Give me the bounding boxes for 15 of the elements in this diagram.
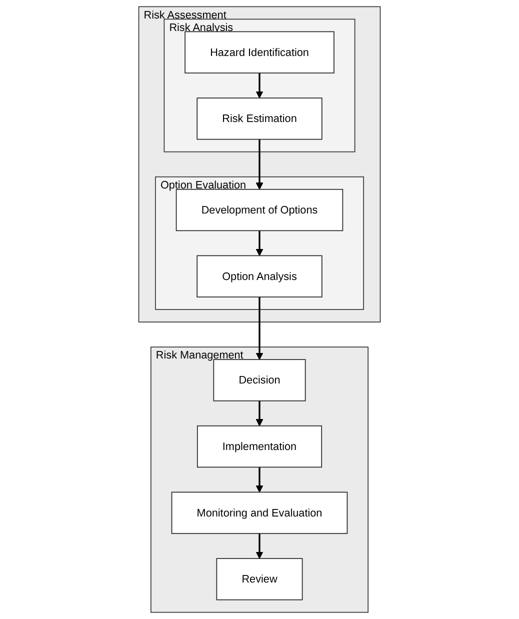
arrow (256, 296, 264, 360)
process-box: Hazard Identification (184, 31, 334, 74)
process-box: Option Analysis (196, 255, 322, 298)
process-box: Implementation (196, 425, 322, 468)
arrow (256, 467, 264, 493)
process-box: Decision (213, 359, 306, 402)
arrow (256, 139, 264, 190)
arrow (256, 73, 264, 98)
arrow (256, 400, 264, 426)
arrow (256, 534, 264, 559)
arrow (256, 230, 264, 256)
process-box: Monitoring and Evaluation (171, 492, 348, 534)
process-box: Review (216, 558, 303, 600)
process-box: Development of Options (176, 188, 344, 232)
process-box: Risk Estimation (196, 98, 322, 140)
